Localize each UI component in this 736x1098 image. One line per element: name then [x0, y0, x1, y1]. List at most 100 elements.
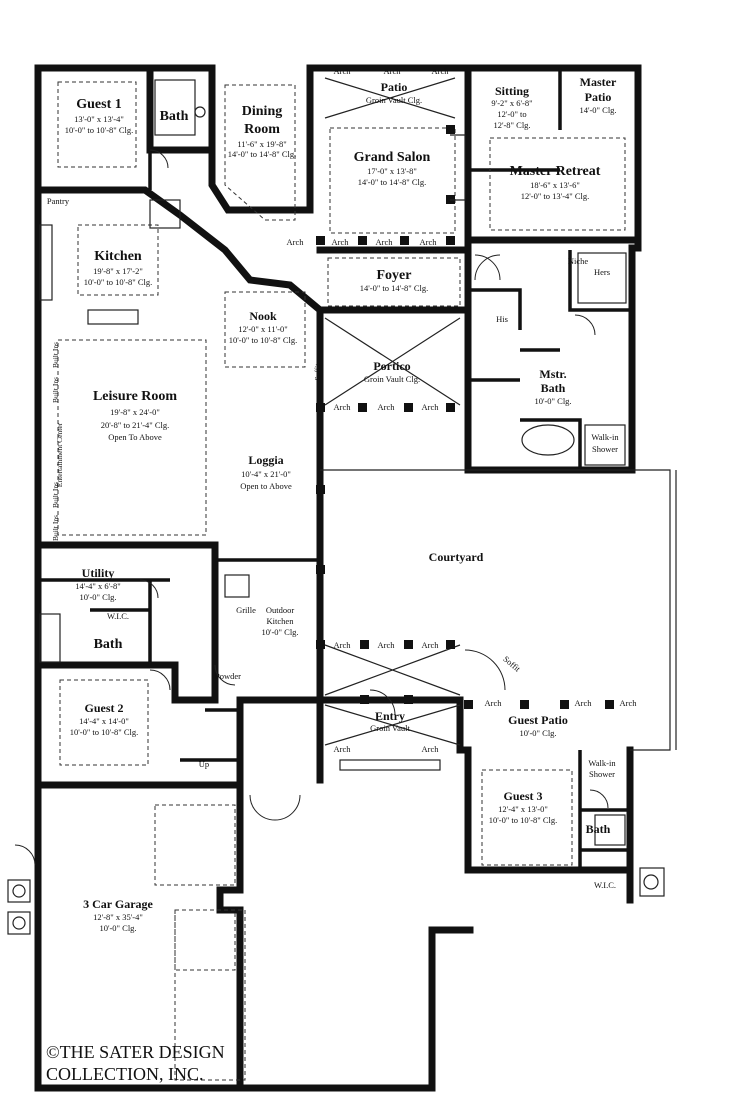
room-dim-loggia-1: 10'-4" x 21'-0" — [241, 469, 291, 479]
room-name-bath1: Bath — [160, 109, 189, 124]
label-builtins-4: Built Ins — [51, 515, 60, 541]
copyright-line2: COLLECTION, INC. — [46, 1064, 203, 1084]
arch-label: Arch — [384, 66, 402, 76]
room-dim-masterpatio: 14'-0" Clg. — [579, 105, 616, 115]
label-niche: Niche — [568, 256, 589, 266]
label-powder: Powder — [215, 671, 241, 681]
room-dim-dining-2: 14'-0" to 14'-8" Clg. — [228, 149, 297, 159]
copyright-line1: ©THE SATER DESIGN — [46, 1042, 225, 1062]
label-entertainment: Entertainment Center — [55, 422, 64, 487]
label-walkin-2: Shower — [592, 444, 618, 454]
room-dim-patio: Groin Vault Clg. — [366, 95, 422, 105]
arch-label: Arch — [575, 698, 593, 708]
room-dim-guest1-2: 10'-0" to 10'-8" Clg. — [65, 125, 134, 135]
room-name-portico: Portico — [373, 359, 410, 373]
room-name-utility: Utility — [82, 566, 115, 580]
label-grille: Grille — [236, 605, 256, 615]
room-dim-guest1-1: 13'-0" x 13'-4" — [74, 114, 124, 124]
label-builtins-3: Built Ins — [51, 482, 60, 508]
label-pantry: Pantry — [47, 196, 70, 206]
ceiling-lines — [57, 81, 626, 1081]
label-wic-2: W.I.C. — [594, 880, 616, 890]
label-walkin2-1: Walk-in — [588, 758, 616, 768]
room-dim-leisure-3: Open To Above — [108, 432, 162, 442]
room-dim-masterretreat-2: 12'-0" to 13'-4" Clg. — [521, 191, 590, 201]
arch-label: Arch — [334, 744, 352, 754]
copyright: ©THE SATER DESIGN COLLECTION, INC. — [46, 1042, 225, 1084]
arch-label: Arch — [334, 66, 352, 76]
room-dim-sitting-1: 9'-2" x 6'-8" — [491, 98, 532, 108]
room-dim-garage-2: 10'-0" Clg. — [99, 923, 136, 933]
exterior-walls — [34, 64, 642, 1092]
room-dim-guest2-1: 14'-4" x 14'-0" — [79, 716, 129, 726]
arch-labels: Arch Arch Arch Arch Arch Arch Arch Arch … — [287, 66, 638, 754]
room-name-kitchen: Kitchen — [94, 249, 142, 264]
arch-label: Arch — [422, 744, 440, 754]
room-name-masterpatio-2: Patio — [585, 90, 612, 104]
room-dim-portico: Groin Vault Clg. — [364, 374, 420, 384]
room-dim-dining-1: 11'-6" x 19'-8" — [237, 139, 286, 149]
room-dim-outdoorkitchen-3: 10'-0" Clg. — [261, 627, 298, 637]
label-hers: Hers — [594, 267, 610, 277]
arch-label: Arch — [334, 402, 352, 412]
room-dim-nook-2: 10'-0" to 10'-8" Clg. — [229, 335, 298, 345]
label-walkin2-2: Shower — [589, 769, 615, 779]
label-wic-1: W.I.C. — [107, 611, 129, 621]
room-dim-guest3-1: 12'-4" x 13'-0" — [498, 804, 548, 814]
room-name-masterpatio-1: Master — [580, 75, 617, 89]
room-name-dining-1: Dining — [242, 104, 282, 119]
room-dim-grandsalon-2: 14'-0" to 14'-8" Clg. — [358, 177, 427, 187]
room-name-leisure: Leisure Room — [93, 389, 177, 404]
room-dim-utility-1: 14'-4" x 6'-8" — [75, 581, 120, 591]
room-name-loggia: Loggia — [248, 453, 283, 467]
room-name-guest3: Guest 3 — [504, 789, 543, 803]
room-dim-entry: Groin Vault — [370, 723, 410, 733]
label-walkin-1: Walk-in — [591, 432, 619, 442]
label-soffit-1: Soffit — [313, 363, 322, 381]
room-dim-loggia-2: Open to Above — [240, 481, 292, 491]
room-name-bath2: Bath — [94, 637, 123, 652]
room-dim-mstrbath: 10'-0" Clg. — [534, 396, 571, 406]
courtyard-outline — [320, 469, 677, 751]
fixtures — [7, 79, 665, 935]
room-name-guestpatio: Guest Patio — [508, 713, 568, 727]
room-dim-guest2-2: 10'-0" to 10'-8" Clg. — [70, 727, 139, 737]
room-name-guest1: Guest 1 — [76, 97, 122, 112]
room-name-guest2: Guest 2 — [85, 701, 124, 715]
label-up: Up — [199, 759, 209, 769]
arch-label: Arch — [420, 237, 438, 247]
arch-label: Arch — [422, 402, 440, 412]
arch-label: Arch — [422, 640, 440, 650]
room-labels: Guest 1 13'-0" x 13'-4" 10'-0" to 10'-8"… — [65, 75, 617, 933]
room-dim-guestpatio: 10'-0" Clg. — [519, 728, 556, 738]
room-name-dining-2: Room — [244, 122, 280, 137]
room-name-nook: Nook — [249, 309, 277, 323]
room-dim-nook-1: 12'-0" x 11'-0" — [238, 324, 287, 334]
room-dim-outdoorkitchen-1: Outdoor — [266, 605, 295, 615]
room-dim-kitchen-2: 10'-0" to 10'-8" Clg. — [84, 277, 153, 287]
room-dim-guest3-2: 10'-0" to 10'-8" Clg. — [489, 815, 558, 825]
interior-walls — [40, 68, 630, 870]
room-name-mstrbath-1: Mstr. — [539, 367, 566, 381]
room-name-entry: Entry — [375, 709, 405, 723]
door-swings — [14, 149, 609, 866]
arch-label: Arch — [432, 66, 450, 76]
room-dim-sitting-2: 12'-0" to — [497, 109, 526, 119]
arch-label: Arch — [332, 237, 350, 247]
label-builtins-1: Built Ins — [51, 342, 60, 368]
room-dim-grandsalon-1: 17'-0" x 13'-8" — [367, 166, 417, 176]
room-dim-sitting-3: 12'-8" Clg. — [493, 120, 530, 130]
room-dim-utility-2: 10'-0" Clg. — [79, 592, 116, 602]
arch-label: Arch — [378, 640, 396, 650]
room-dim-leisure-2: 20'-8" to 21'-4" Clg. — [101, 420, 170, 430]
arch-label: Arch — [287, 237, 305, 247]
columns — [316, 125, 614, 709]
groin-vaults — [324, 77, 461, 746]
room-name-grandsalon: Grand Salon — [354, 150, 431, 165]
room-name-sitting: Sitting — [495, 84, 529, 98]
room-name-masterretreat: Master Retreat — [510, 164, 601, 179]
arch-label: Arch — [376, 237, 394, 247]
room-dim-kitchen-1: 19'-8" x 17'-2" — [93, 266, 143, 276]
room-name-courtyard: Courtyard — [429, 550, 484, 564]
